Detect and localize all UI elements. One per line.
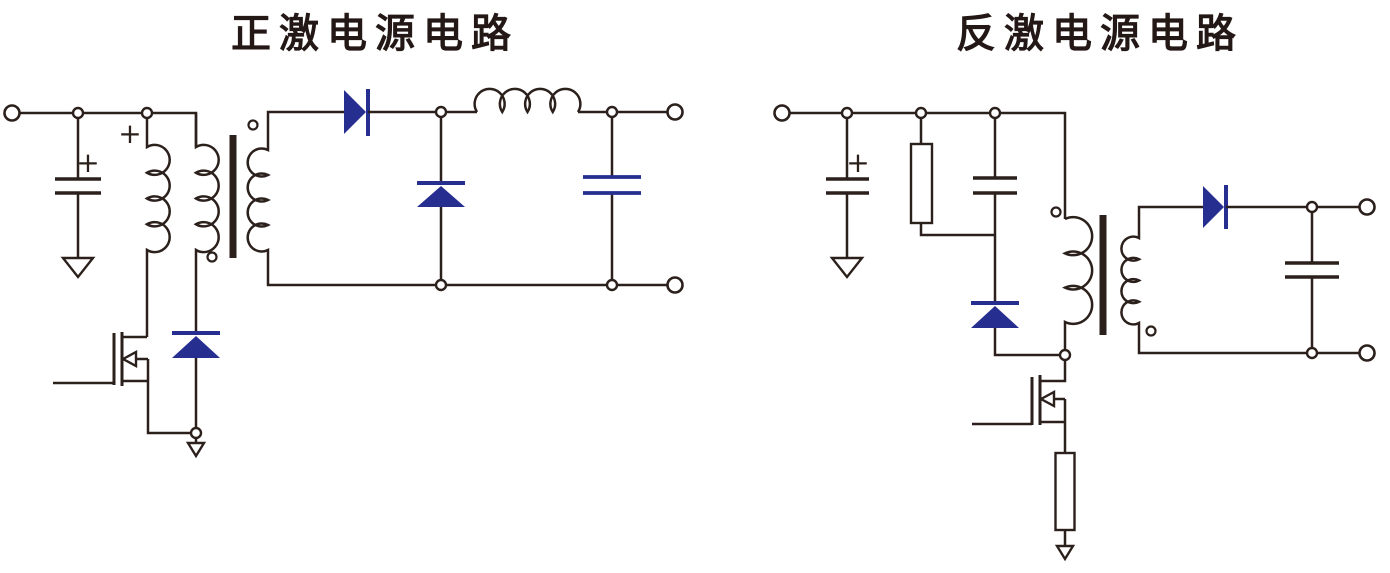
diode-triangle (417, 186, 465, 207)
junction-node (605, 278, 619, 292)
junction-node (140, 106, 154, 120)
body-arrow (1038, 389, 1056, 409)
rectifier-diode (344, 89, 370, 136)
freewheel-diode (417, 117, 465, 280)
mosfet-switch (53, 332, 191, 435)
diode-triangle (344, 90, 366, 134)
phase-dot-primary-winding (1050, 206, 1062, 218)
forward-converter-circuit: + + (3, 87, 684, 459)
capacitor-plates (55, 177, 101, 195)
output-capacitor (583, 117, 641, 280)
source-path (1040, 397, 1067, 453)
junction-node (840, 106, 854, 120)
polarity-plus: + (846, 146, 869, 179)
ground-symbol (185, 441, 207, 459)
body-arrow (120, 349, 138, 369)
filter-inductor (473, 87, 582, 115)
diode-triangle (172, 336, 220, 358)
phase-dot-reset-winding (206, 251, 218, 263)
transformer-core (1099, 215, 1107, 335)
junction-node (1305, 346, 1319, 360)
transformer-core (229, 135, 237, 258)
input-rail-wire (19, 111, 198, 147)
ground-symbol (60, 256, 96, 279)
resistor-body (909, 142, 934, 225)
ground-symbol (829, 256, 865, 279)
junction-node (71, 106, 85, 120)
ground-symbol (1054, 544, 1076, 562)
phase-dot-secondary-winding (1145, 325, 1157, 337)
flyback-converter-circuit: + (773, 104, 1376, 562)
polarity-plus: + (76, 146, 99, 179)
drain-stub (1040, 360, 1067, 383)
capacitor-plates (826, 177, 869, 195)
junction-node (1305, 200, 1319, 214)
mosfet-switch (972, 360, 1067, 453)
junction-node (988, 106, 1002, 120)
switch-node (1058, 348, 1072, 362)
input-terminal (3, 104, 21, 122)
junction-node (434, 105, 448, 119)
output-terminal-positive (666, 103, 684, 121)
diode-triangle (1203, 186, 1224, 228)
reset-winding (193, 113, 220, 333)
output-terminal-negative (1358, 344, 1376, 362)
input-rail-wire (789, 111, 1067, 219)
sense-resistor (1054, 451, 1076, 546)
source-path (122, 357, 191, 435)
diode-triangle (971, 306, 1019, 328)
reset-diode (172, 331, 220, 428)
capacitor-plates (1285, 261, 1339, 279)
capacitor-plates (973, 176, 1017, 195)
source-node (189, 426, 203, 440)
primary-winding (144, 113, 171, 337)
junction-node (605, 105, 619, 119)
secondary-winding-and-bottom-rail (246, 110, 667, 287)
primary-winding (1062, 215, 1094, 350)
flyback-circuit-title: 反激电源电路 (956, 11, 1244, 57)
output-terminal-negative (666, 276, 684, 294)
rectifier-diode (1203, 185, 1228, 229)
bulk-capacitor: + (55, 113, 101, 258)
output-terminal-positive (1358, 198, 1376, 216)
primary-polarity-plus: + (118, 117, 141, 150)
clamp-diode (971, 301, 1060, 357)
bulk-capacitor: + (826, 113, 870, 258)
capacitor-plates (583, 175, 641, 195)
output-capacitor (1285, 212, 1339, 348)
forward-circuit-title: 正激电源电路 (231, 11, 519, 57)
phase-dot-secondary-winding (247, 119, 259, 131)
input-terminal (773, 104, 791, 122)
resistor-body (1054, 451, 1076, 532)
snubber-capacitor (973, 113, 1017, 303)
snubber-resistor (909, 113, 995, 237)
junction-node (914, 106, 928, 120)
junction-node (434, 278, 448, 292)
secondary-winding-and-bottom-rail (1120, 205, 1360, 355)
